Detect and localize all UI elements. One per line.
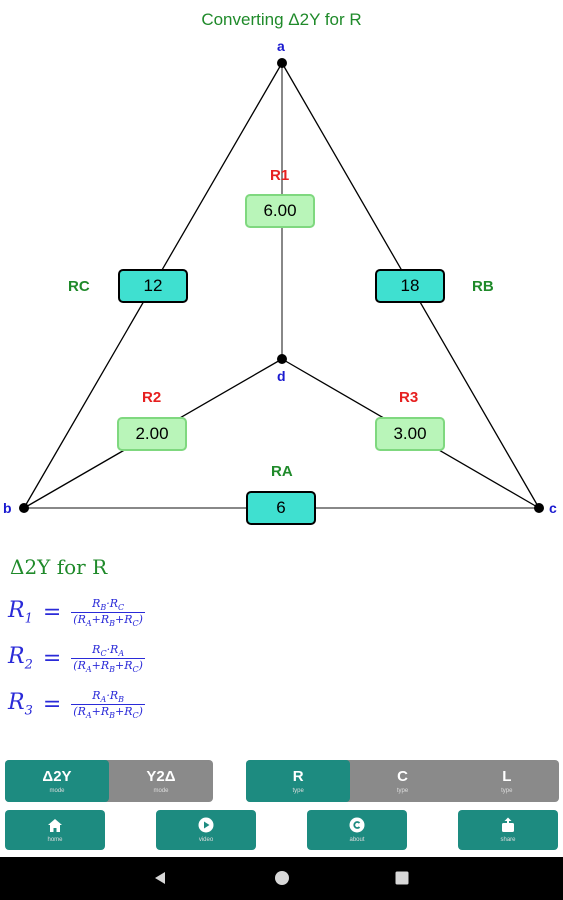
node-a-dot — [277, 58, 287, 68]
rc-label: RC — [68, 278, 90, 295]
node-a-label: a — [277, 38, 285, 54]
formula-r3-fraction: RA·RB (RA+RB+RC) — [71, 689, 145, 721]
play-icon — [198, 817, 214, 833]
r2-label: R2 — [142, 389, 162, 406]
page-title: Converting Δ2Y for R — [201, 10, 362, 29]
system-navigation-bar — [0, 857, 563, 900]
circuit-diagram — [19, 58, 544, 513]
type-c-button[interactable]: C type — [396, 768, 409, 794]
formula-r2: R2 = RC·RA (RA+RB+RC) — [8, 643, 145, 675]
formula-r1: R1 = RB·RC (RA+RB+RC) — [8, 597, 145, 629]
node-b-label: b — [3, 500, 12, 516]
about-button[interactable]: about — [307, 810, 407, 850]
formula-r1-lhs: R1 — [8, 598, 33, 627]
formula-r2-lhs: R2 — [8, 644, 33, 673]
rb-input[interactable]: 18 — [375, 269, 445, 303]
r1-label: R1 — [270, 167, 290, 184]
video-button[interactable]: video — [156, 810, 256, 850]
type-r-button[interactable]: R type — [246, 760, 351, 802]
share-button[interactable]: share — [458, 810, 558, 850]
share-icon — [502, 817, 514, 832]
mode-delta-to-y-button[interactable]: Δ2Y mode — [5, 760, 109, 802]
type-l-button[interactable]: L type — [501, 768, 513, 794]
r2-value: 2.00 — [117, 417, 187, 451]
recents-icon[interactable] — [394, 870, 410, 886]
r3-value: 3.00 — [375, 417, 445, 451]
formula-r2-fraction: RC·RA (RA+RB+RC) — [71, 643, 145, 675]
back-icon[interactable] — [152, 870, 168, 886]
r3-label: R3 — [399, 389, 419, 406]
ra-input[interactable]: 6 — [246, 491, 316, 525]
home-button[interactable]: home — [5, 810, 105, 850]
formula-r3: R3 = RA·RB (RA+RB+RC) — [8, 689, 145, 721]
node-b-dot — [19, 503, 29, 513]
r1-value: 6.00 — [245, 194, 315, 228]
home-icon — [48, 818, 62, 832]
mode-toggle: Δ2Y mode Y2Δ mode — [5, 760, 213, 802]
node-d-label: d — [277, 368, 286, 384]
type-toggle: R type C type L type — [246, 760, 559, 802]
mode-y-to-delta-button[interactable]: Y2Δ mode — [146, 768, 176, 794]
rb-label: RB — [472, 278, 494, 295]
ra-label: RA — [271, 463, 293, 480]
rc-input[interactable]: 12 — [118, 269, 188, 303]
copyright-icon — [349, 817, 365, 833]
formula-r1-fraction: RB·RC (RA+RB+RC) — [71, 597, 145, 629]
formula-r3-lhs: R3 — [8, 690, 33, 719]
node-c-dot — [534, 503, 544, 513]
node-d-dot — [277, 354, 287, 364]
node-c-label: c — [549, 500, 557, 516]
formula-heading: Δ2Y for R — [10, 555, 108, 579]
home-nav-icon[interactable] — [274, 870, 290, 886]
